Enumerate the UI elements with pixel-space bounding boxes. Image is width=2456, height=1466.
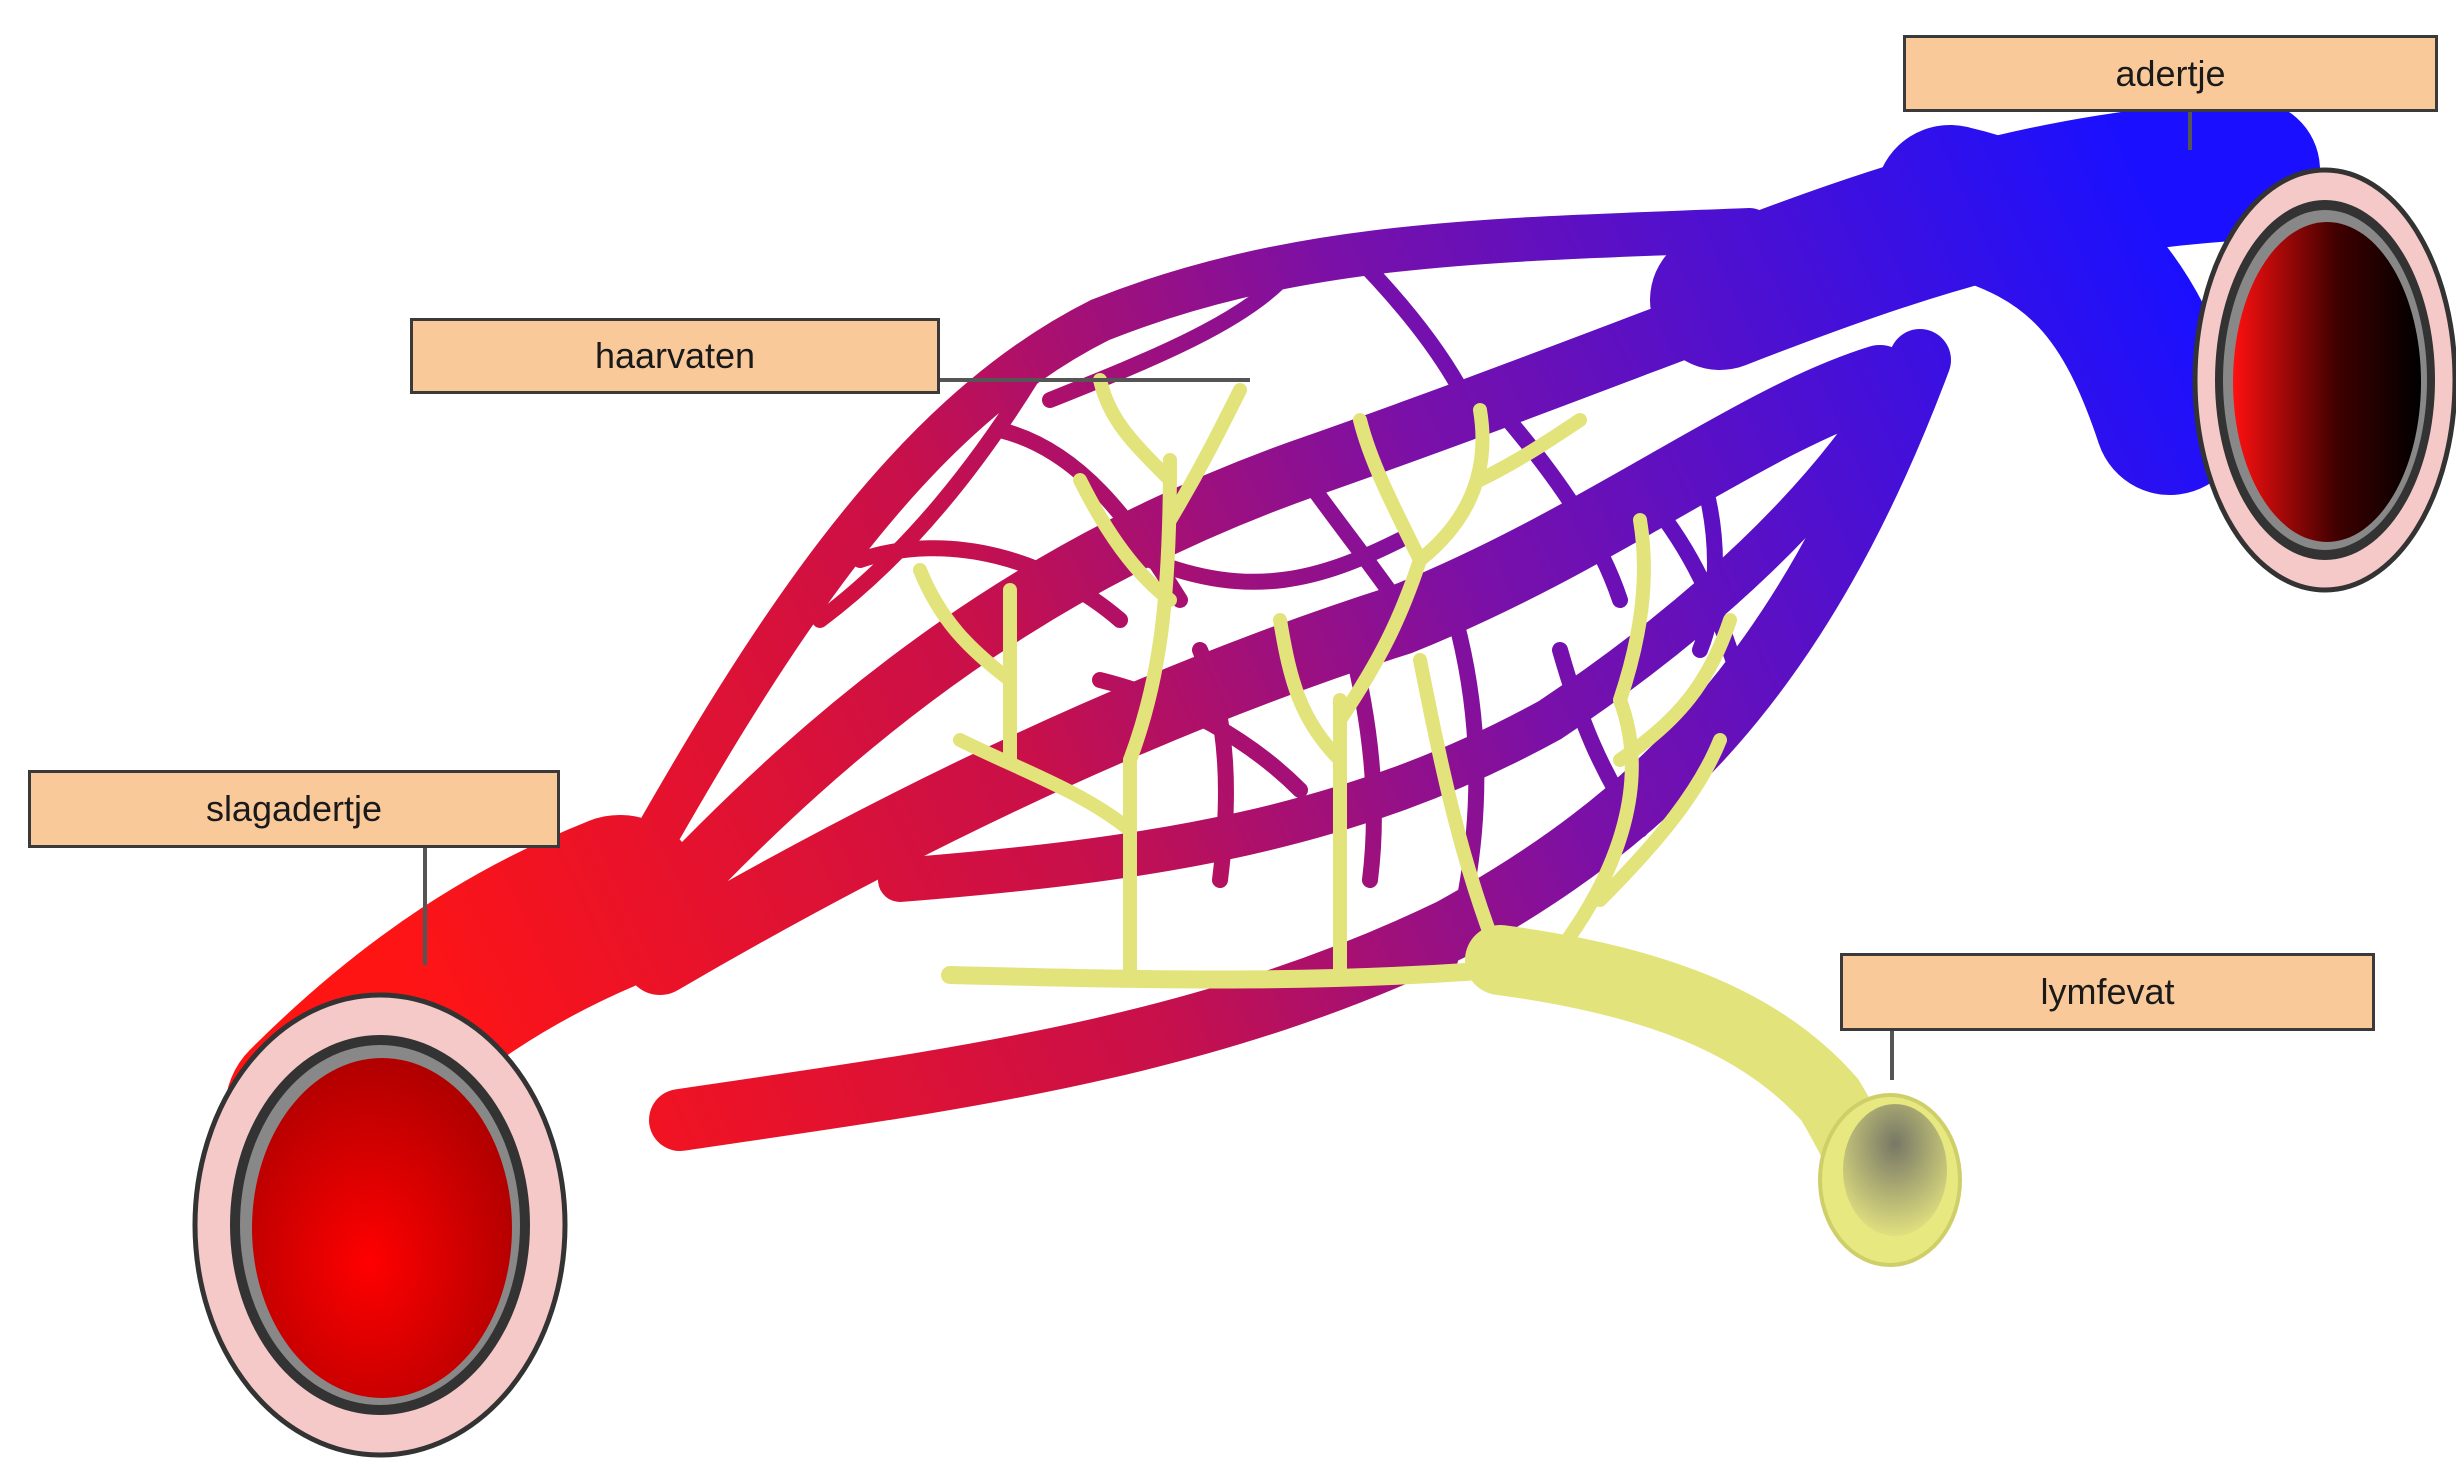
label-venule: adertje	[1903, 35, 2438, 112]
lymph-main-branch	[950, 965, 1550, 979]
venule-cross-section	[2195, 170, 2455, 590]
arteriole-cross-section	[195, 995, 565, 1455]
label-arteriole: slagadertje	[28, 770, 560, 848]
lymph-branch	[1100, 380, 1170, 480]
capillary-branch	[1700, 470, 1715, 650]
lymph-opening	[1820, 1095, 1960, 1265]
label-lymph-vessel: lymfevat	[1840, 953, 2375, 1031]
label-capillaries: haarvaten	[410, 318, 940, 394]
venule-tail	[1950, 200, 2170, 420]
